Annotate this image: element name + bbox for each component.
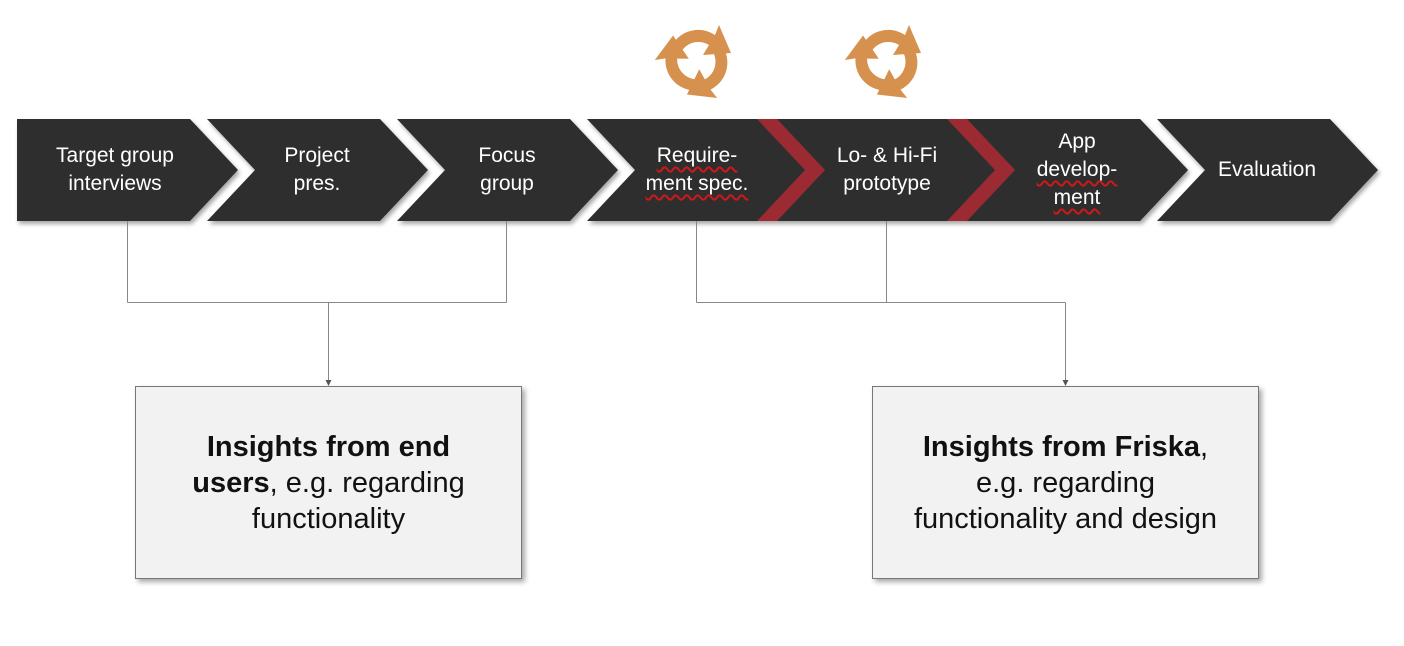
step-label-part: ment spec. (645, 172, 749, 195)
step-label-line: interviews (68, 172, 162, 195)
connector-left (127, 221, 507, 386)
insight-line-1: Insights from Friska, (914, 429, 1217, 465)
insight-box-end-users: Insights from end users, e.g. regarding … (135, 386, 522, 579)
step-label-target-group-interviews: Target group interviews (30, 142, 200, 198)
step-label-project-pres: Project pres. (237, 142, 397, 198)
step-label-line: ment spec. (617, 170, 777, 198)
step-label-requirement-spec: Require- ment spec. (617, 142, 777, 198)
insight-line-1: Insights from end (192, 429, 464, 465)
insight-text-part: , e.g. regarding (269, 466, 465, 499)
step-label-prototype: Lo- & Hi-Fi prototype (807, 142, 967, 198)
insight-line-3: functionality and design (913, 502, 1218, 535)
insight-bold: Insights from Friska (922, 430, 1201, 463)
insight-box-friska: Insights from Friska, e.g. regarding fun… (872, 386, 1259, 579)
connector-right (696, 221, 1069, 386)
step-prototype-inner (777, 119, 998, 221)
step-label-line: Lo- & Hi-Fi (836, 144, 938, 167)
step-evaluation (1157, 119, 1378, 221)
step-label-line: Target group (56, 144, 174, 167)
step-label-line: App (1058, 130, 1096, 153)
step-requirement-spec (587, 119, 808, 221)
step-label-evaluation: Evaluation (1187, 156, 1347, 184)
step-label-line: prototype (843, 172, 931, 195)
insight-text: Insights from end users, e.g. regarding … (192, 429, 464, 537)
step-label-app-development: App develop- ment (997, 128, 1157, 212)
chevron-row (17, 119, 1378, 221)
step-label-line: ment (1053, 186, 1101, 209)
step-project-pres (207, 119, 428, 221)
refresh-cycle-icon (654, 25, 731, 99)
step-label-line: Focus (478, 144, 536, 167)
step-label-focus-group: Focus group (427, 142, 587, 198)
step-target-group-interviews (17, 119, 238, 221)
step-label-line: group (480, 172, 534, 195)
insight-bold: users (192, 466, 270, 499)
insight-line-2: e.g. regarding (976, 466, 1155, 499)
step-label-line: pres. (293, 172, 341, 195)
step-label-line: Evaluation (1217, 158, 1317, 181)
insight-line-2: users, e.g. regarding (192, 465, 464, 501)
step-label-line: develop- (1036, 158, 1118, 181)
step-label-line: Require- (656, 144, 738, 167)
refresh-cycle-icon (844, 25, 921, 99)
step-focus-group (397, 119, 618, 221)
insight-text: Insights from Friska, e.g. regarding fun… (914, 429, 1217, 537)
insight-text-part: , (1200, 430, 1209, 463)
step-app-development-inner (967, 119, 1188, 221)
insight-bold: Insights from end (206, 430, 451, 463)
step-label-line: Project (284, 144, 350, 167)
insight-line-3: functionality (251, 502, 406, 535)
